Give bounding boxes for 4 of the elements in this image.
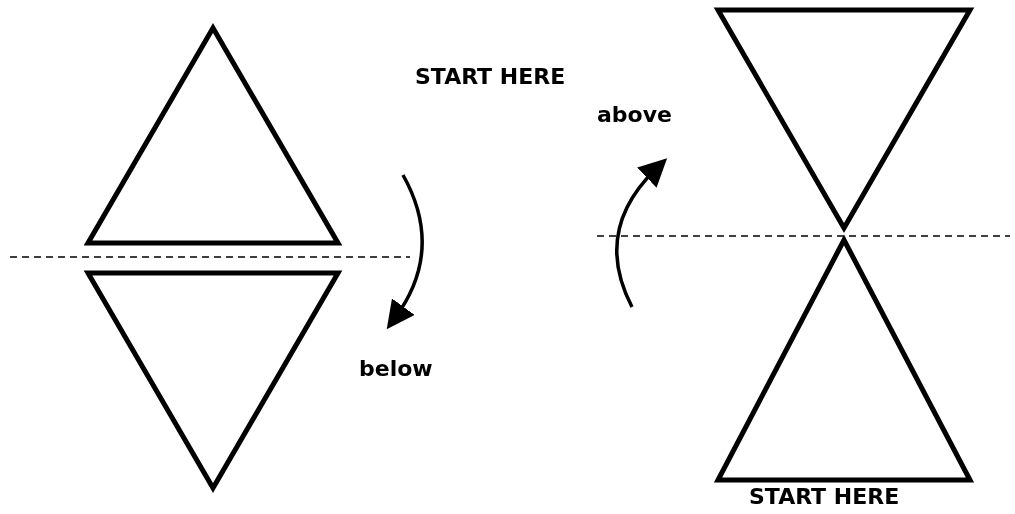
direction-label: below [359,356,433,383]
direction-label: above [597,102,672,129]
instruction-text: START HERE [749,484,900,511]
instruction-text: START HERE [415,64,566,91]
